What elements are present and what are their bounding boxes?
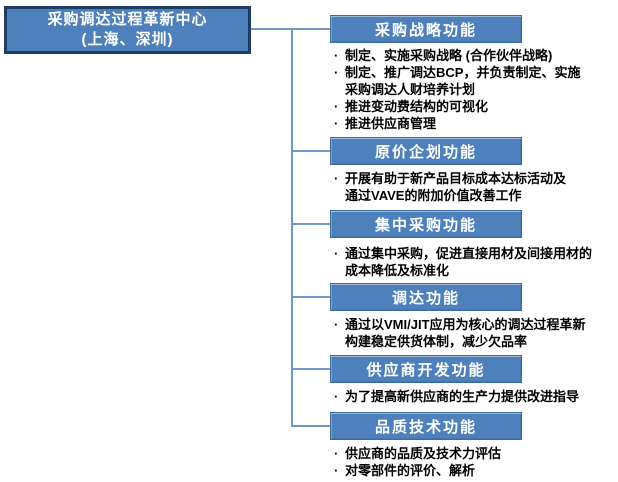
bullet-text: 对零部件的评价、解析 bbox=[345, 463, 476, 478]
bullet-marker: · bbox=[334, 463, 339, 478]
bullet-item: · 开展有助于新产品目标成本达标活动及 通过VAVE的附加价值改善工作 bbox=[334, 170, 618, 204]
connector-branch-3 bbox=[291, 223, 330, 225]
bullet-item: · 为了提高新供应商的生产力提供改进指导 bbox=[334, 388, 618, 405]
section-bullets: · 通过以VMI/JIT应用为核心的调达过程革新 构建稳定供货体制，减少欠品率 bbox=[334, 316, 618, 350]
bullet-marker: · bbox=[334, 65, 339, 80]
bullet-item: · 制定、实施采购战略 (合作伙伴战略) bbox=[334, 47, 618, 64]
section-header-label: 采购战略功能 bbox=[374, 21, 477, 39]
section-header-label: 原价企划功能 bbox=[374, 143, 477, 161]
connector-branch-2 bbox=[291, 150, 330, 152]
bullet-text: 开展有助于新产品目标成本达标活动及 通过VAVE的附加价值改善工作 bbox=[345, 171, 567, 203]
root-title-line2: (上海、深圳) bbox=[81, 31, 174, 48]
section-header-box: 原价企划功能 bbox=[330, 137, 522, 165]
bullet-marker: · bbox=[334, 99, 339, 114]
connector-branch-5 bbox=[291, 368, 330, 370]
section-header-box: 调达功能 bbox=[330, 283, 522, 311]
section-header-box: 供应商开发功能 bbox=[330, 355, 522, 383]
bullet-text: 通过以VMI/JIT应用为核心的调达过程革新 构建稳定供货体制，减少欠品率 bbox=[345, 317, 586, 349]
connector-branch-6 bbox=[291, 425, 330, 427]
bullet-marker: · bbox=[334, 246, 339, 261]
bullet-text: 为了提高新供应商的生产力提供改进指导 bbox=[345, 389, 580, 404]
section-header-label: 集中采购功能 bbox=[374, 216, 477, 234]
bullet-text: 推进变动费结构的可视化 bbox=[345, 99, 489, 114]
bullet-marker: · bbox=[334, 116, 339, 131]
section-header-box: 采购战略功能 bbox=[330, 15, 522, 43]
section-bullets: · 开展有助于新产品目标成本达标活动及 通过VAVE的附加价值改善工作 bbox=[334, 170, 618, 204]
bullet-marker: · bbox=[334, 171, 339, 186]
bullet-item: · 通过以VMI/JIT应用为核心的调达过程革新 构建稳定供货体制，减少欠品率 bbox=[334, 316, 618, 350]
section-bullets: · 通过集中采购，促进直接用材及间接用材的 成本降低及标准化 bbox=[334, 245, 618, 279]
bullet-text: 推进供应商管理 bbox=[345, 116, 437, 131]
section-header-box: 集中采购功能 bbox=[330, 210, 522, 238]
bullet-item: · 供应商的品质及技术力评估 bbox=[334, 445, 618, 462]
bullet-marker: · bbox=[334, 389, 339, 404]
bullet-item: · 制定、推广调达BCP，并负责制定、实施 采购调达人财培养计划 bbox=[334, 64, 618, 98]
section-header-box: 品质技术功能 bbox=[330, 412, 522, 440]
section-header-label: 品质技术功能 bbox=[374, 418, 477, 436]
bullet-marker: · bbox=[334, 48, 339, 63]
bullet-marker: · bbox=[334, 446, 339, 461]
bullet-text: 制定、实施采购战略 (合作伙伴战略) bbox=[345, 48, 553, 63]
connector-trunk bbox=[291, 28, 293, 427]
section-header-label: 供应商开发功能 bbox=[366, 361, 486, 379]
section-bullets: · 制定、实施采购战略 (合作伙伴战略) · 制定、推广调达BCP，并负责制定、… bbox=[334, 47, 618, 132]
section-bullets: · 为了提高新供应商的生产力提供改进指导 bbox=[334, 388, 618, 405]
root-box: 采购调达过程革新中心 (上海、深圳) bbox=[4, 6, 251, 54]
bullet-item: · 通过集中采购，促进直接用材及间接用材的 成本降低及标准化 bbox=[334, 245, 618, 279]
bullet-text: 通过集中采购，促进直接用材及间接用材的 成本降低及标准化 bbox=[345, 246, 593, 278]
bullet-marker: · bbox=[334, 317, 339, 332]
bullet-text: 制定、推广调达BCP，并负责制定、实施 采购调达人财培养计划 bbox=[345, 65, 581, 97]
bullet-item: · 对零部件的评价、解析 bbox=[334, 462, 618, 479]
root-title-line1: 采购调达过程革新中心 bbox=[47, 11, 208, 28]
connector-root-horizontal bbox=[251, 28, 330, 30]
section-header-label: 调达功能 bbox=[391, 289, 460, 307]
bullet-text: 供应商的品质及技术力评估 bbox=[345, 446, 502, 461]
section-bullets: · 供应商的品质及技术力评估 · 对零部件的评价、解析 bbox=[334, 445, 618, 479]
connector-branch-4 bbox=[291, 296, 330, 298]
bullet-item: · 推进供应商管理 bbox=[334, 115, 618, 132]
bullet-item: · 推进变动费结构的可视化 bbox=[334, 98, 618, 115]
